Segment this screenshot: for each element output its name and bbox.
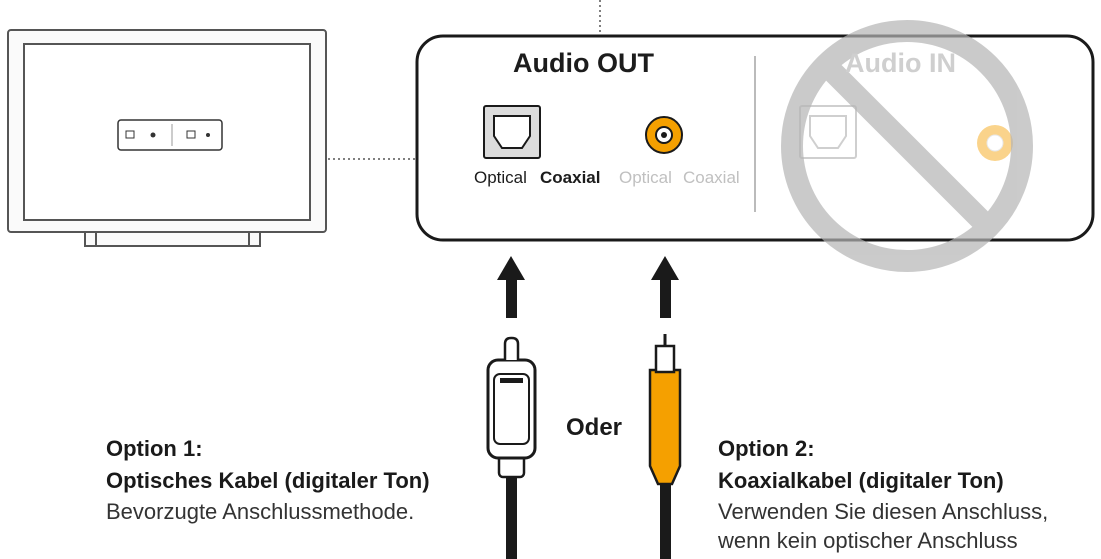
optical-port-icon xyxy=(483,105,541,159)
option2-title: Option 2: xyxy=(718,436,815,461)
optical-out-label: Optical xyxy=(474,168,527,187)
arrow-up-icon xyxy=(651,256,679,318)
coaxial-out-label: Coaxial xyxy=(540,168,601,187)
option1-title: Option 1: xyxy=(106,436,203,461)
prohibited-icon xyxy=(781,20,1033,272)
coaxial-plug-icon xyxy=(648,334,682,559)
audio-in-label: Audio IN xyxy=(845,48,956,78)
tv-mini-panel xyxy=(117,119,223,151)
option2-description-line1: Verwenden Sie diesen Anschluss, xyxy=(718,499,1049,524)
separator-label: Oder xyxy=(566,414,623,441)
optical-plug-icon xyxy=(486,336,537,559)
option1-subtitle: Optisches Kabel (digitaler Ton) xyxy=(106,468,430,493)
coaxial-in-port-icon xyxy=(977,125,1013,161)
option2-description-line2: wenn kein optischer Anschluss xyxy=(718,528,1018,553)
coaxial-in-label: Coaxial xyxy=(683,168,740,187)
optical-in-label: Optical xyxy=(619,168,672,187)
optical-in-port-icon xyxy=(799,105,857,159)
option2-subtitle: Koaxialkabel (digitaler Ton) xyxy=(718,468,1004,493)
option1-description: Bevorzugte Anschlussmethode. xyxy=(106,499,415,524)
coaxial-port-icon xyxy=(645,116,683,154)
arrow-up-icon xyxy=(497,256,525,318)
audio-out-label: Audio OUT xyxy=(513,48,654,78)
